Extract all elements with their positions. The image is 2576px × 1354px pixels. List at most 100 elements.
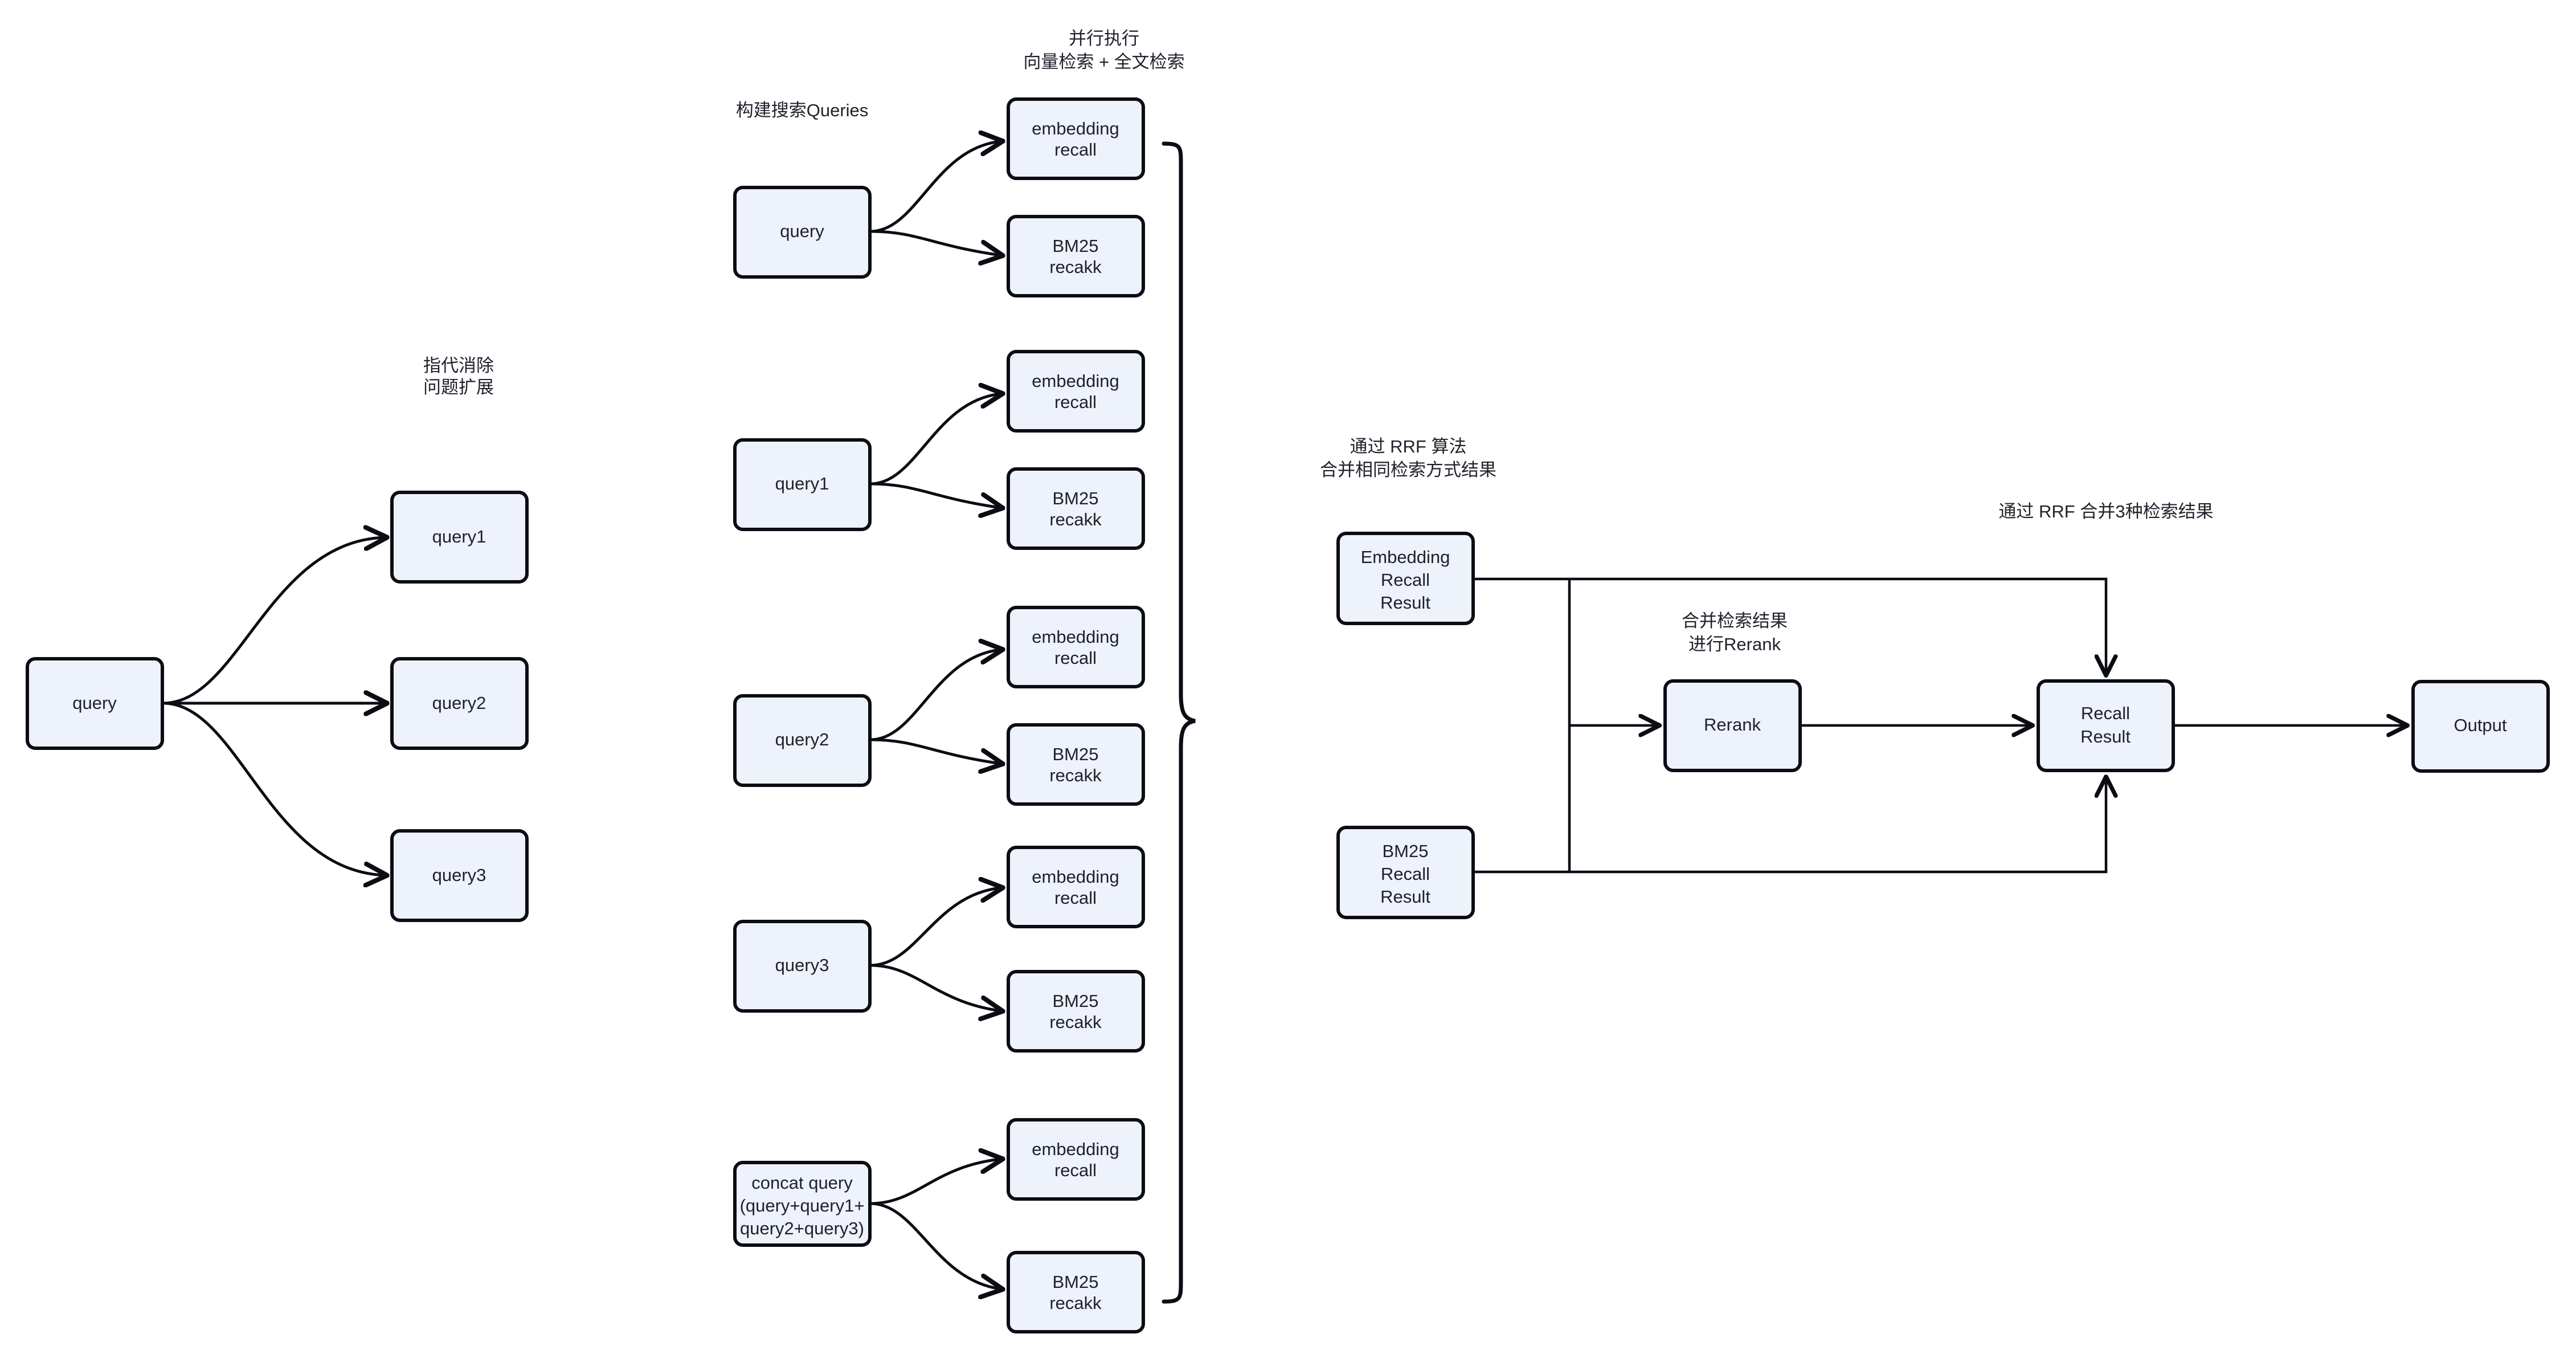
- annot-merge-rerank-line2: 进行Rerank: [1688, 634, 1781, 654]
- edge-stage2-query1-to-bm25-2: [870, 482, 1001, 508]
- node-bm25-recall-result[interactable]: BM25 Recall Result: [1336, 826, 1475, 919]
- node-bm25-recall-5-rect[interactable]: [1007, 1251, 1145, 1333]
- node-embedding-recall-5-rect[interactable]: [1007, 1118, 1145, 1201]
- annot-query-expansion-line2: 问题扩展: [423, 377, 494, 397]
- node-stage2-query-label: query: [780, 221, 824, 241]
- node-embedding-recall-4[interactable]: embedding recall: [1007, 846, 1145, 928]
- node-embedding-recall-2[interactable]: embedding recall: [1007, 350, 1145, 433]
- node-query1[interactable]: query1: [390, 491, 529, 584]
- node-embedding-recall-2-line2: recall: [1054, 392, 1097, 412]
- node-embedding-recall-2-rect[interactable]: [1007, 350, 1145, 433]
- annot-query-expansion-line1: 指代消除: [423, 356, 494, 376]
- node-stage2-query3-rect[interactable]: [733, 920, 872, 1013]
- node-concat-query[interactable]: concat query (query+query1+ query2+query…: [733, 1161, 872, 1247]
- node-bm25-recall-5[interactable]: BM25 recakk: [1007, 1251, 1145, 1333]
- node-bm25-recall-2-line1: BM25: [1053, 488, 1099, 508]
- section-merge: 通过 RRF 算法 合并相同检索方式结果 合并检索结果 进行Rerank 通过 …: [1320, 437, 2550, 919]
- section-build-queries: 构建搜索Queries 并行执行 向量检索 + 全文检索: [736, 28, 1185, 120]
- node-bm25-recall-result-rect[interactable]: [1336, 826, 1475, 919]
- edge-stage2-query3-to-embedding-4: [870, 888, 1001, 967]
- node-embedding-recall-result[interactable]: Embedding Recall Result: [1336, 532, 1475, 625]
- node-rerank-label: Rerank: [1704, 715, 1761, 735]
- node-output-rect[interactable]: [2411, 680, 2550, 773]
- node-stage2-query1[interactable]: query1: [733, 438, 872, 531]
- node-embedding-recall-4-line1: embedding: [1032, 867, 1119, 887]
- edge-bm25-result-to-recall-result: [1474, 778, 2106, 874]
- node-embedding-recall-3[interactable]: embedding recall: [1007, 606, 1145, 688]
- annot-rrf-same-line2: 合并相同检索方式结果: [1320, 460, 1496, 480]
- node-embedding-recall-3-rect[interactable]: [1007, 606, 1145, 688]
- node-embedding-recall-4-line2: recall: [1054, 888, 1097, 908]
- node-rerank[interactable]: Rerank: [1663, 679, 1802, 772]
- node-embedding-recall-3-line1: embedding: [1032, 627, 1119, 647]
- edge-stage2-query2-to-bm25-3: [870, 738, 1001, 764]
- node-bm25-recall-3-rect[interactable]: [1007, 723, 1145, 806]
- node-query1-rect[interactable]: [390, 491, 529, 584]
- node-stage2-query3[interactable]: query3: [733, 920, 872, 1013]
- node-embedding-recall-result-line1: Embedding: [1361, 547, 1450, 567]
- edge-stage2-query2-to-embedding-3: [870, 650, 1001, 741]
- node-bm25-recall-4[interactable]: BM25 recakk: [1007, 970, 1145, 1053]
- section-query-expansion: 指代消除 问题扩展 query query1 query2 query3: [26, 356, 529, 922]
- annot-rrf-three-line1: 通过 RRF 合并3种检索结果: [1998, 501, 2213, 521]
- stage2-row-5: concat query (query+query1+ query2+query…: [733, 1118, 1145, 1333]
- node-embedding-recall-5[interactable]: embedding recall: [1007, 1118, 1145, 1201]
- node-stage2-query3-label: query3: [775, 955, 829, 975]
- edge-query-to-query3: [162, 702, 385, 875]
- node-bm25-recall-1[interactable]: BM25 recakk: [1007, 215, 1145, 297]
- node-bm25-recall-5-line1: BM25: [1053, 1272, 1099, 1292]
- edge-stage2-query-to-bm25-1: [870, 230, 1001, 255]
- node-bm25-recall-result-line2: Recall: [1381, 864, 1430, 884]
- edge-stage2-query3-to-bm25-4: [870, 964, 1001, 1011]
- node-embedding-recall-4-rect[interactable]: [1007, 846, 1145, 928]
- node-query3[interactable]: query3: [390, 829, 529, 922]
- node-query2[interactable]: query2: [390, 657, 529, 750]
- node-embedding-recall-result-rect[interactable]: [1336, 532, 1475, 625]
- node-bm25-recall-4-line1: BM25: [1053, 991, 1099, 1011]
- node-stage2-query-rect[interactable]: [733, 186, 872, 279]
- node-embedding-recall-1-line1: embedding: [1032, 119, 1119, 138]
- node-stage2-query2-rect[interactable]: [733, 694, 872, 787]
- node-embedding-recall-1[interactable]: embedding recall: [1007, 97, 1145, 180]
- edge-concat-to-bm25-5: [870, 1202, 1001, 1289]
- node-embedding-recall-result-line2: Recall: [1381, 570, 1430, 590]
- node-embedding-recall-3-line2: recall: [1054, 648, 1097, 668]
- node-stage2-query2[interactable]: query2: [733, 694, 872, 787]
- annot-build-queries-line1: 构建搜索Queries: [736, 100, 869, 120]
- node-query3-label: query3: [432, 865, 486, 885]
- stage2-row-1: query embedding recall BM25 recakk: [733, 97, 1145, 297]
- node-concat-query-line1: concat query: [751, 1173, 853, 1193]
- node-recall-result-rect[interactable]: [2037, 679, 2175, 772]
- node-bm25-recall-1-line2: recakk: [1049, 257, 1102, 277]
- node-bm25-recall-4-rect[interactable]: [1007, 970, 1145, 1053]
- edge-query-to-query1: [162, 537, 385, 705]
- stage2-row-3: query2 embedding recall BM25 recakk: [733, 606, 1145, 806]
- annot-parallel-exec-line1: 并行执行: [1069, 28, 1139, 48]
- node-bm25-recall-2[interactable]: BM25 recakk: [1007, 467, 1145, 550]
- node-query-source[interactable]: query: [26, 657, 164, 750]
- node-bm25-recall-3-line2: recakk: [1049, 765, 1102, 785]
- annot-merge-rerank-line1: 合并检索结果: [1682, 611, 1788, 631]
- node-embedding-recall-1-rect[interactable]: [1007, 97, 1145, 180]
- node-query-source-rect[interactable]: [26, 657, 164, 750]
- node-query2-label: query2: [432, 693, 486, 713]
- node-output[interactable]: Output: [2411, 680, 2550, 773]
- stage2-row-2: query1 embedding recall BM25 recakk: [733, 350, 1145, 550]
- node-recall-result[interactable]: Recall Result: [2037, 679, 2175, 772]
- node-bm25-recall-4-line2: recakk: [1049, 1012, 1102, 1032]
- node-output-label: Output: [2454, 715, 2507, 735]
- node-bm25-recall-2-rect[interactable]: [1007, 467, 1145, 550]
- node-query2-rect[interactable]: [390, 657, 529, 750]
- node-concat-query-rect[interactable]: [733, 1161, 872, 1247]
- node-stage2-query[interactable]: query: [733, 186, 872, 279]
- node-stage2-query1-rect[interactable]: [733, 438, 872, 531]
- node-query3-rect[interactable]: [390, 829, 529, 922]
- node-bm25-recall-1-rect[interactable]: [1007, 215, 1145, 297]
- node-embedding-recall-5-line1: embedding: [1032, 1139, 1119, 1159]
- node-bm25-recall-1-line1: BM25: [1053, 236, 1099, 256]
- node-bm25-recall-3-line1: BM25: [1053, 744, 1099, 764]
- node-bm25-recall-3[interactable]: BM25 recakk: [1007, 723, 1145, 806]
- node-recall-result-line1: Recall: [2081, 703, 2130, 723]
- node-recall-result-line2: Result: [2080, 727, 2131, 747]
